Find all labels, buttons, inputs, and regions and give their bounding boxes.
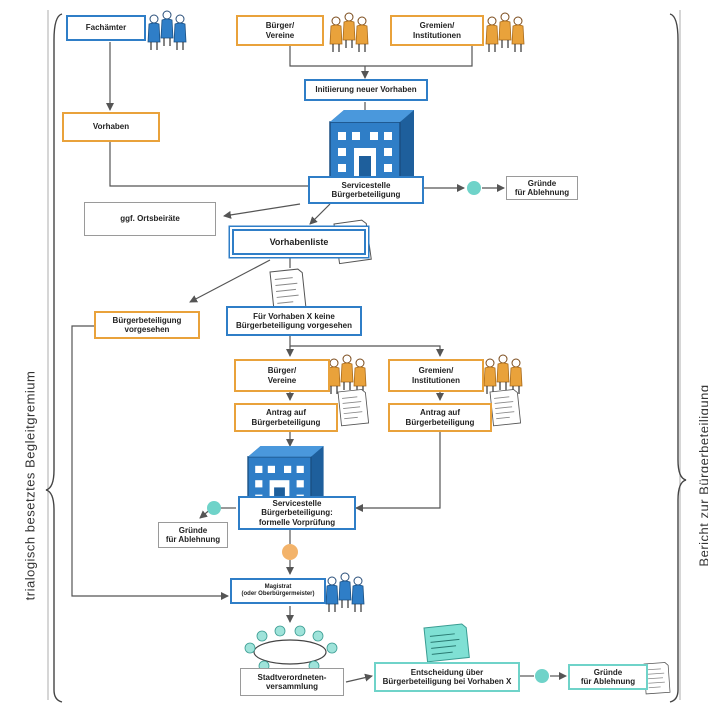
left-side-label: trialogisch besetztes Begleitgremium (22, 370, 38, 601)
vorhabenliste-box: Vorhabenliste (232, 229, 366, 255)
people-blue-icon (147, 10, 187, 51)
gremien-top-box: Gremien/ Institutionen (390, 15, 484, 46)
entscheidung-box: Entscheidung über Bürgerbeteiligung bei … (374, 662, 520, 692)
entscheidung-label: Entscheidung über Bürgerbeteiligung bei … (382, 667, 512, 686)
buerger-vereine-mid-box: Bürger/ Vereine (234, 359, 330, 392)
vorhaben-label: Vorhaben (92, 122, 130, 132)
servicestelle-label: Servicestelle Bürgerbeteiligung (331, 180, 401, 199)
magistrat-box: Magistrat (oder Oberbürgermeister) (230, 578, 326, 604)
servicestelle-box: Servicestelle Bürgerbeteiligung (308, 176, 424, 204)
ortsbeiraete-box: ggf. Ortsbeiräte (84, 202, 216, 236)
right-brace (669, 13, 687, 703)
gruende-label-3: Gründe für Ablehnung (580, 667, 636, 686)
vorhabenliste-label: Vorhabenliste (269, 236, 329, 247)
gremien-mid-label: Gremien/ Institutionen (412, 366, 460, 385)
people-orange-icon (483, 354, 523, 395)
gruende-label-1: Gründe für Ablehnung (514, 178, 570, 197)
right-side-label: Bericht zur Bürgerbeteiligung (696, 384, 708, 567)
initiierung-label: Initiierung neuer Vorhaben (315, 85, 417, 95)
people-orange-icon (327, 354, 367, 395)
antrag-label-1: Antrag auf Bürgerbeteiligung (251, 408, 321, 427)
initiierung-box: Initiierung neuer Vorhaben (304, 79, 428, 101)
buerger-vereine-top-label: Bürger/ Vereine (265, 21, 295, 40)
antrag-box-1: Antrag auf Bürgerbeteiligung (234, 403, 338, 432)
stadtverordneten-box: Stadtverordneten- versammlung (240, 668, 344, 696)
antrag-box-2: Antrag auf Bürgerbeteiligung (388, 403, 492, 432)
vorhaben-box: Vorhaben (62, 112, 160, 142)
gremien-mid-box: Gremien/ Institutionen (388, 359, 484, 392)
gruende-box-3: Gründe für Ablehnung (568, 664, 648, 690)
check-dot (282, 544, 298, 560)
servicestelle-pruefung-label: Servicestelle Bürgerbeteiligung: formell… (258, 499, 336, 527)
buerger-vereine-mid-label: Bürger/ Vereine (267, 366, 297, 385)
ortsbeiraete-label: ggf. Ortsbeiräte (120, 214, 180, 224)
left-brace (45, 13, 63, 703)
page-frame (47, 10, 681, 700)
keine-bb-box: Für Vorhaben X keine Bürgerbeteiligung v… (226, 306, 362, 336)
reject-dot-2 (207, 501, 221, 515)
people-orange-icon (329, 12, 369, 53)
people-orange-icon (485, 12, 525, 53)
bb-vorgesehen-label: Bürgerbeteiligung vorgesehen (112, 315, 182, 334)
bb-vorgesehen-box: Bürgerbeteiligung vorgesehen (94, 311, 200, 339)
servicestelle-pruefung-box: Servicestelle Bürgerbeteiligung: formell… (238, 496, 356, 530)
fachaemter-label: Fachämter (85, 23, 127, 33)
connectors (71, 42, 567, 683)
document-icon (423, 623, 470, 663)
stadtverordneten-label: Stadtverordneten- versammlung (257, 672, 327, 691)
gruende-label-2: Gründe für Ablehnung (165, 525, 221, 544)
gruende-box-2: Gründe für Ablehnung (158, 522, 228, 548)
people-blue-icon (325, 572, 365, 613)
antrag-label-2: Antrag auf Bürgerbeteiligung (405, 408, 475, 427)
magistrat-label: Magistrat (oder Oberbürgermeister) (241, 584, 315, 597)
gruende-box-1: Gründe für Ablehnung (506, 176, 578, 200)
meeting-table-icon (244, 625, 338, 672)
keine-bb-label: Für Vorhaben X keine Bürgerbeteiligung v… (235, 311, 353, 330)
buerger-vereine-top-box: Bürger/ Vereine (236, 15, 324, 46)
document-icon (337, 388, 370, 427)
document-icon (489, 388, 522, 427)
gremien-top-label: Gremien/ Institutionen (413, 21, 461, 40)
fachaemter-box: Fachämter (66, 15, 146, 41)
reject-dot-1 (467, 181, 481, 195)
reject-dot-3 (535, 669, 549, 683)
